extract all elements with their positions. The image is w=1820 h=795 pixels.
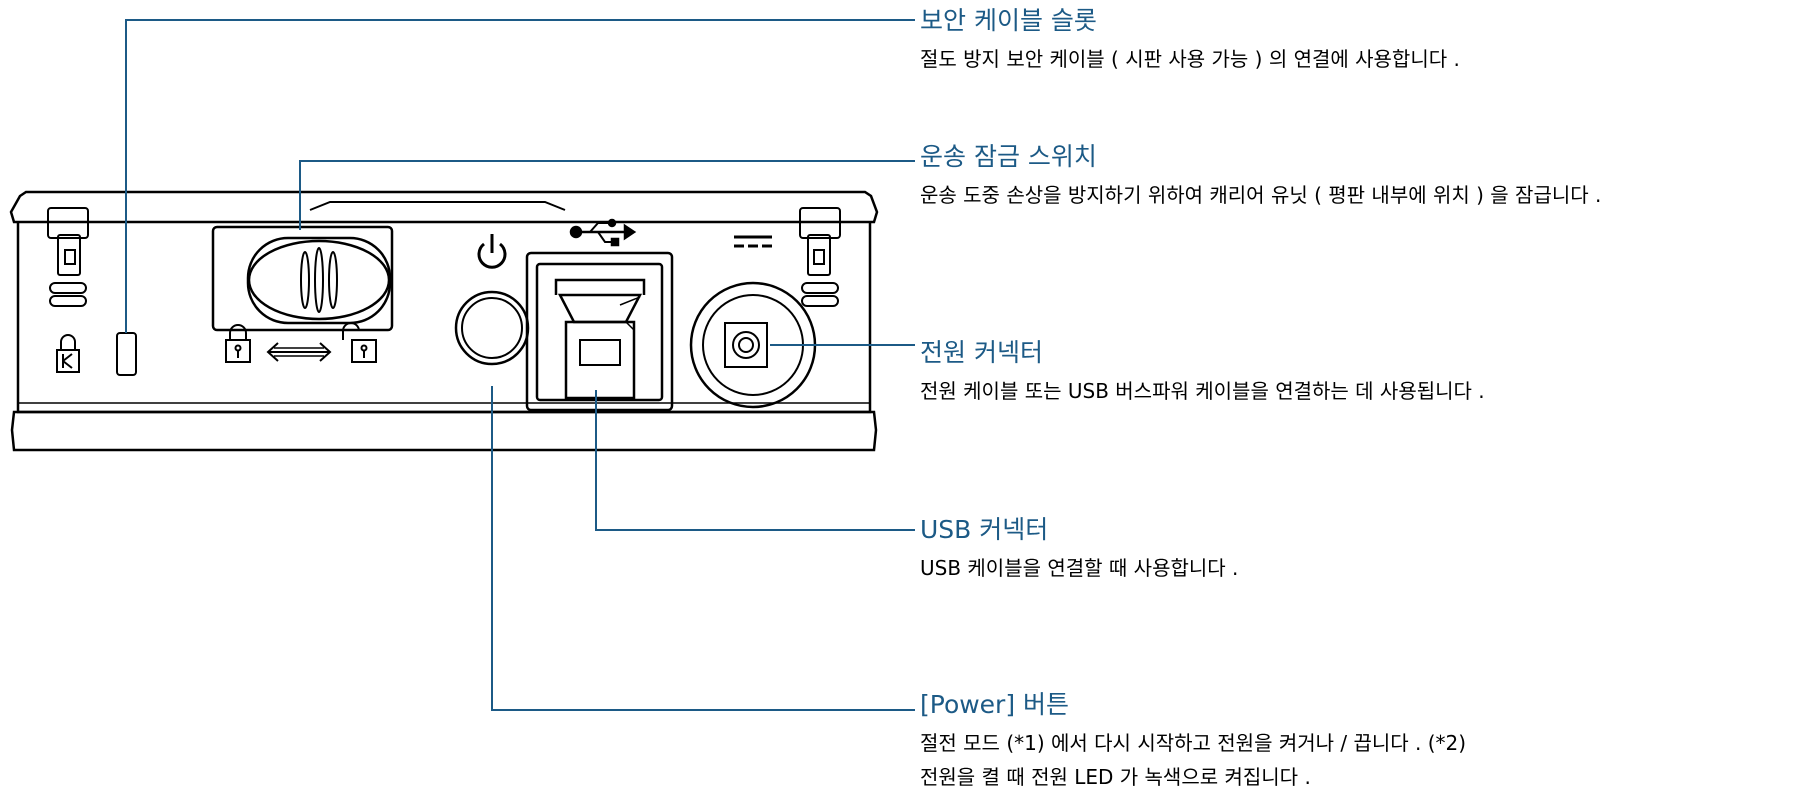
callout-description-line: 전원을 켤 때 전원 LED 가 녹색으로 켜집니다 . <box>920 765 1311 789</box>
lid-groove <box>309 201 566 211</box>
callout-power-button: [Power] 버튼 절전 모드 (*1) 에서 다시 시작하고 전원을 켜거나… <box>920 690 1466 794</box>
dc-power-symbol-icon <box>734 235 772 248</box>
callout-title: USB 커넥터 <box>920 515 1049 544</box>
callout-usb-connector: USB 커넥터 USB 케이블을 연결할 때 사용합니다 . <box>920 515 1238 585</box>
callout-power-connector: 전원 커넥터 전원 케이블 또는 USB 버스파워 케이블을 연결하는 데 사용… <box>920 338 1485 408</box>
usb-connector[interactable] <box>525 251 674 412</box>
power-button[interactable] <box>454 290 530 366</box>
leader-security-slot <box>125 19 915 333</box>
leader-transport-lock <box>299 160 915 230</box>
leader-power-button <box>491 386 915 711</box>
security-slot <box>116 332 137 376</box>
callout-title: [Power] 버튼 <box>920 690 1070 719</box>
locked-padlock-icon <box>225 324 251 363</box>
callout-transport-lock: 운송 잠금 스위치 운송 도중 손상을 방지하기 위하여 캐리어 유닛 ( 평판… <box>920 142 1815 212</box>
leader-usb-connector <box>595 390 915 531</box>
callout-description: USB 케이블을 연결할 때 사용합니다 . <box>920 556 1239 580</box>
callout-description: 운송 도중 손상을 방지하기 위하여 캐리어 유닛 ( 평판 내부에 위치 ) … <box>920 183 1602 207</box>
kensington-lock-icon <box>56 334 80 373</box>
device-base <box>10 410 878 452</box>
device-body <box>16 222 872 414</box>
callout-title: 전원 커넥터 <box>920 338 1043 367</box>
transport-lock-switch <box>211 225 394 332</box>
right-hinge <box>799 207 841 307</box>
callout-title: 운송 잠금 스위치 <box>920 142 1097 171</box>
callout-description-line: 절전 모드 (*1) 에서 다시 시작하고 전원을 켜거나 / 끕니다 . (*… <box>920 731 1467 755</box>
unlocked-padlock-icon <box>342 322 377 363</box>
callout-security-slot: 보안 케이블 슬롯 절도 방지 보안 케이블 ( 시판 사용 가능 ) 의 연결… <box>920 6 1460 76</box>
power-symbol-icon <box>477 234 507 269</box>
usb-symbol-icon <box>569 218 637 247</box>
double-arrow-icon <box>266 342 332 362</box>
callout-description: 절도 방지 보안 케이블 ( 시판 사용 가능 ) 의 연결에 사용합니다 . <box>920 47 1460 71</box>
callout-title: 보안 케이블 슬롯 <box>920 6 1097 35</box>
callout-description: 전원 케이블 또는 USB 버스파워 케이블을 연결하는 데 사용됩니다 . <box>920 379 1485 403</box>
left-hinge <box>47 207 89 307</box>
device-lid <box>9 190 879 224</box>
